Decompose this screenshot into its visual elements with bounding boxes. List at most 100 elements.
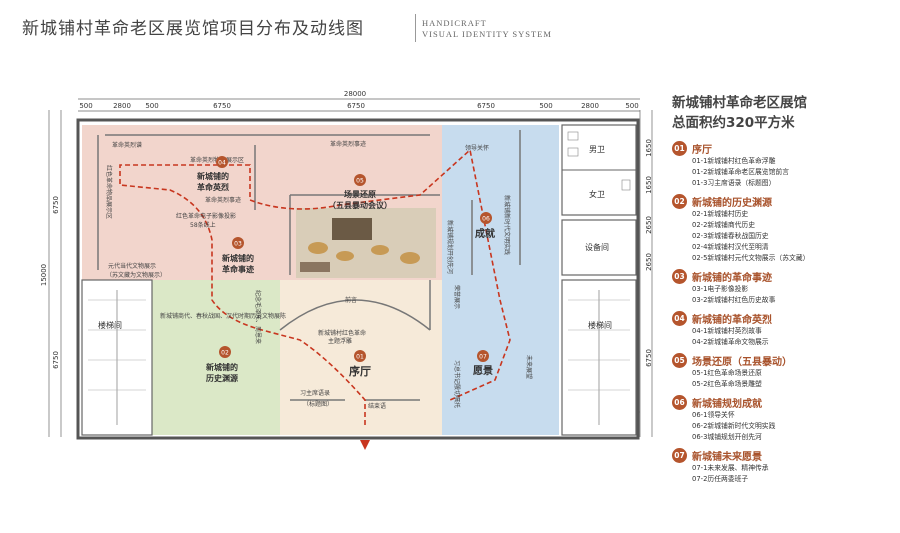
legend-section-header: 06 新城铺规划成就 xyxy=(672,394,894,410)
legend-item: 01-2新城铺革命老区展览馆前言 xyxy=(692,168,789,176)
zone-01-name: 序厅 xyxy=(349,364,371,378)
dim-right-5: 6750 xyxy=(645,349,653,367)
stair-right-label: 楼梯间 xyxy=(588,320,612,330)
legend-section-title: 新城铺规划成就 xyxy=(692,398,762,410)
stair-left-label: 楼梯间 xyxy=(98,320,122,330)
zone-04-name-l1: 新城铺的 xyxy=(197,171,229,181)
dim-right-1: 1650 xyxy=(645,139,653,157)
male-wc-label: 男卫 xyxy=(589,145,605,154)
label-entry-wall-2: 主题浮雕 xyxy=(328,337,352,345)
legend-section-header: 05 场景还原（五县暴动） xyxy=(672,352,894,368)
label-honor: 荣誉展示 xyxy=(453,285,461,309)
hall-summary: 新城铺村革命老区展馆 总面积约320平方米 xyxy=(672,93,807,133)
legend-item: 03-1电子影像投影 xyxy=(692,285,749,293)
label-vision-scroll: 习总书记殷切嘱托 xyxy=(453,360,461,408)
label-relics-left: 红色革命物品展示区 xyxy=(105,165,113,219)
dim-right-2: 1650 xyxy=(645,176,653,194)
floor-plan: 28000 500 2800 6750 6750 6750 2800 500 5… xyxy=(40,90,653,450)
dim-top-2: 6750 xyxy=(213,102,231,110)
zone-marker-02: 02 新城铺的 历史渊源 xyxy=(206,346,238,383)
legend-item: 04-1新城铺村英烈故事 xyxy=(692,327,762,335)
label-plan-wall: 新城铺规划开创先河 xyxy=(446,220,454,274)
label-achievement: 新城铺新时代文明实践 xyxy=(503,195,511,255)
dim-top-1: 2800 xyxy=(113,102,131,110)
plan-labels: 革命英烈谱 革命英烈物品展示区 革命英烈事迹 革命英烈事迹 红色革命物品展示区 … xyxy=(105,140,533,410)
dim-top-b: 500 xyxy=(145,102,158,110)
legend-section-header: 04 新城铺的革命英烈 xyxy=(672,310,894,326)
brand-line-2: VISUAL IDENTITY SYSTEM xyxy=(422,29,552,39)
zone-marker-06: 06 成就 xyxy=(475,212,495,240)
partitions xyxy=(97,130,521,401)
zone-04-num: 04 xyxy=(218,160,226,167)
legend-items: 03-1电子影像投影 03-2新城铺村红色历史故事 xyxy=(672,284,894,306)
visit-route xyxy=(119,148,511,425)
legend-items: 04-1新城铺村英烈故事 04-2新城铺革命文物展示 xyxy=(672,326,894,348)
legend-number-badge: 06 xyxy=(672,394,687,410)
legend-item: 02-4新城铺村汉代至明清 xyxy=(692,243,769,251)
dim-top-c: 500 xyxy=(539,102,552,110)
entrance-arrow-icon xyxy=(360,440,370,450)
legend-section-title: 新城铺未来愿景 xyxy=(692,451,762,463)
brand-line-1: HANDICRAFT xyxy=(422,18,487,28)
dim-total-width: 28000 xyxy=(344,90,366,98)
zone-07-name: 愿景 xyxy=(473,365,493,377)
legend-item: 04-2新城铺革命文物展示 xyxy=(692,338,769,346)
label-guide: 习主席语录 xyxy=(300,389,330,397)
legend-number-badge: 07 xyxy=(672,447,687,463)
zone-03-name-l2: 革命事迹 xyxy=(222,264,254,274)
label-video-sub: 58条线上 xyxy=(190,221,216,229)
label-history-texts: 新城铺商代、春秋战国、汉代时期历史文物展陈 xyxy=(160,312,286,320)
equipment-room-label: 设备间 xyxy=(585,242,609,252)
legend-item: 01-3习主席语录（标题图） xyxy=(692,179,776,187)
legend-item: 01-1新城铺村红色革命浮雕 xyxy=(692,157,776,165)
legend-items: 01-1新城铺村红色革命浮雕 01-2新城铺革命老区展览馆前言 01-3习主席语录（… xyxy=(672,156,894,189)
legend-number-badge: 04 xyxy=(672,310,687,326)
zone-05-name-l2: （五县暴动会议） xyxy=(328,200,392,210)
legend-section-title: 新城铺的革命英烈 xyxy=(692,314,772,326)
label-exit: 结束语 xyxy=(368,402,386,410)
legend-section-title: 序厅 xyxy=(692,144,712,156)
zone-03-name-l1: 新城铺的 xyxy=(222,253,254,263)
legend-item: 02-3新城铺春秋战国历史 xyxy=(692,232,769,240)
label-martyr-stories-2: 革命英烈事迹 xyxy=(205,196,241,204)
zone-06-name: 成就 xyxy=(475,227,495,240)
dim-right-3: 2650 xyxy=(645,216,653,234)
legend-number-badge: 01 xyxy=(672,140,687,156)
label-leadership: 领导关怀 xyxy=(465,144,489,152)
zone-06-num: 06 xyxy=(482,216,490,223)
female-wc-label: 女卫 xyxy=(589,189,605,199)
label-future: 未来展望 xyxy=(525,355,533,379)
zone-green-history xyxy=(152,280,280,435)
legend-number-badge: 05 xyxy=(672,352,687,368)
zone-marker-05: 05 场景还原 （五县暴动会议） xyxy=(328,174,392,210)
label-memorial: 纪念毛泽东、周恩来 xyxy=(254,290,262,344)
zone-blue-achievement xyxy=(442,125,559,435)
dim-top-d: 500 xyxy=(625,102,638,110)
zone-02-num: 02 xyxy=(221,350,229,357)
label-relics-era-sub: （苏文藏为文物展示） xyxy=(106,271,166,279)
scene-model xyxy=(296,208,436,278)
legend-number-badge: 02 xyxy=(672,193,687,209)
label-martyrs-list: 革命英烈谱 xyxy=(112,141,142,149)
stair-left: 楼梯间 xyxy=(81,279,153,436)
dim-left-total: 15000 xyxy=(40,264,48,286)
dim-top-3: 6750 xyxy=(347,102,365,110)
legend-item: 02-1新城铺村历史 xyxy=(692,210,749,218)
zone-marker-03: 03 新城铺的 革命事迹 xyxy=(222,237,254,274)
legend-item: 06-1领导关怀 xyxy=(692,411,735,419)
legend-section-title: 场景还原（五县暴动） xyxy=(692,356,792,368)
legend-item: 03-2新城铺村红色历史故事 xyxy=(692,296,776,304)
zone-01-num: 01 xyxy=(356,354,364,361)
hall-name: 新城铺村革命老区展馆 xyxy=(672,95,807,111)
label-foreword: 前言 xyxy=(345,296,357,304)
